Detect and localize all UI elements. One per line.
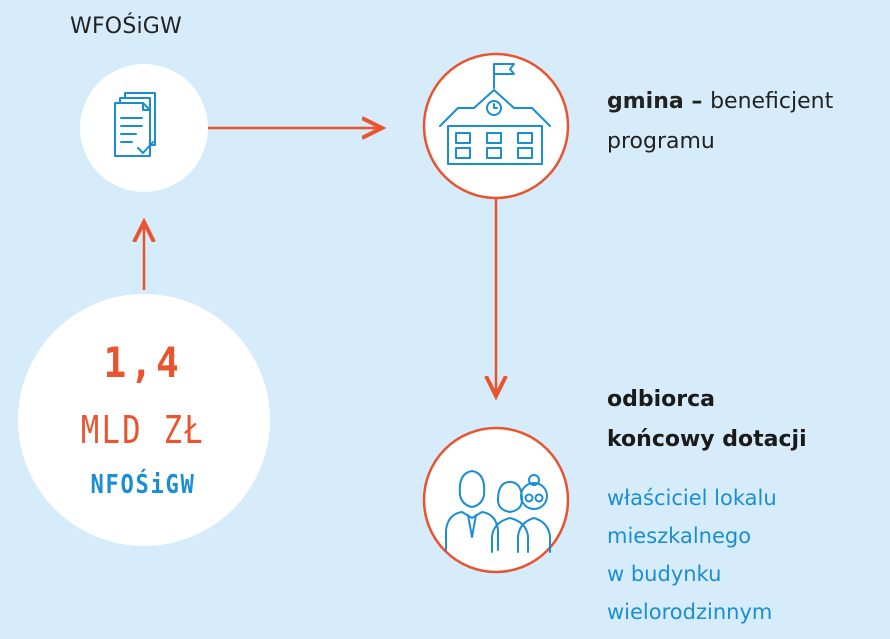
gmina-rest-line2: programu <box>607 129 715 154</box>
gmina-dash: – <box>683 89 711 114</box>
recipient-description: właściciel lokalu mieszkalnego w budynku… <box>607 479 882 631</box>
recipient-desc-line: mieszkalnego <box>607 524 752 548</box>
wfos-label: WFOŚiGW <box>70 14 183 39</box>
amount-source: NFOŚiGW <box>90 470 196 500</box>
gmina-title: gmina <box>607 89 684 114</box>
amount-unit: MLD ZŁ <box>80 408 206 452</box>
people-group-icon <box>445 470 551 553</box>
gmina-rest-line1: beneficjent <box>710 89 834 114</box>
documents-check-icon <box>114 92 156 157</box>
recipient-title-line2: końcowy dotacji <box>607 427 807 452</box>
recipient-title-line1: odbiorca <box>607 387 716 412</box>
recipient-node-circle <box>422 426 570 574</box>
school-building-icon <box>439 63 551 165</box>
recipient-desc-line: w budynku <box>607 562 722 586</box>
amount-circle <box>18 294 270 546</box>
recipient-title: odbiorca końcowy dotacji <box>607 380 882 460</box>
recipient-desc-line: właściciel lokalu <box>607 486 777 510</box>
gmina-description: gmina – beneficjent programu <box>607 82 882 162</box>
recipient-desc-line: wielorodzinnym <box>607 600 773 624</box>
amount-value: 1,4 <box>103 338 183 387</box>
